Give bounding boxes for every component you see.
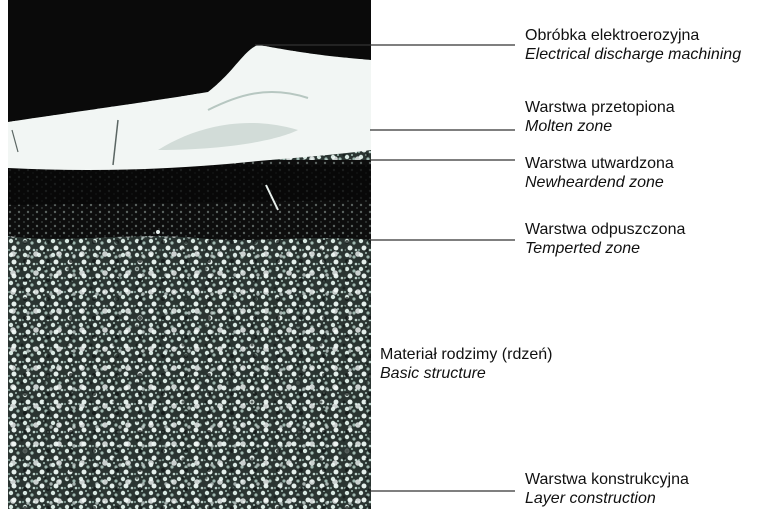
label-hardened-english: Newheardend zone xyxy=(525,173,674,192)
label-construction-english: Layer construction xyxy=(525,489,689,508)
label-edm-polish: Obróbka elektroerozyjna xyxy=(525,26,741,45)
label-hardened-zone: Warstwa utwardzona Newheardend zone xyxy=(525,154,674,192)
label-construction-polish: Warstwa konstrukcyjna xyxy=(525,470,689,489)
label-edm-english: Electrical discharge machining xyxy=(525,45,741,64)
label-hardened-polish: Warstwa utwardzona xyxy=(525,154,674,173)
micrograph-image xyxy=(8,0,371,509)
label-tempered-polish: Warstwa odpuszczona xyxy=(525,220,685,239)
label-edm: Obróbka elektroerozyjna Electrical disch… xyxy=(525,26,741,64)
label-molten-zone: Warstwa przetopiona Molten zone xyxy=(525,98,675,136)
label-tempered-english: Temperted zone xyxy=(525,239,685,258)
label-layer-construction: Warstwa konstrukcyjna Layer construction xyxy=(525,470,689,508)
label-basic-structure: Materiał rodzimy (rdzeń) Basic structure xyxy=(380,345,552,383)
label-molten-english: Molten zone xyxy=(525,117,675,136)
label-basic-english: Basic structure xyxy=(380,364,552,383)
label-tempered-zone: Warstwa odpuszczona Temperted zone xyxy=(525,220,685,258)
label-molten-polish: Warstwa przetopiona xyxy=(525,98,675,117)
label-basic-polish: Materiał rodzimy (rdzeń) xyxy=(380,345,552,364)
